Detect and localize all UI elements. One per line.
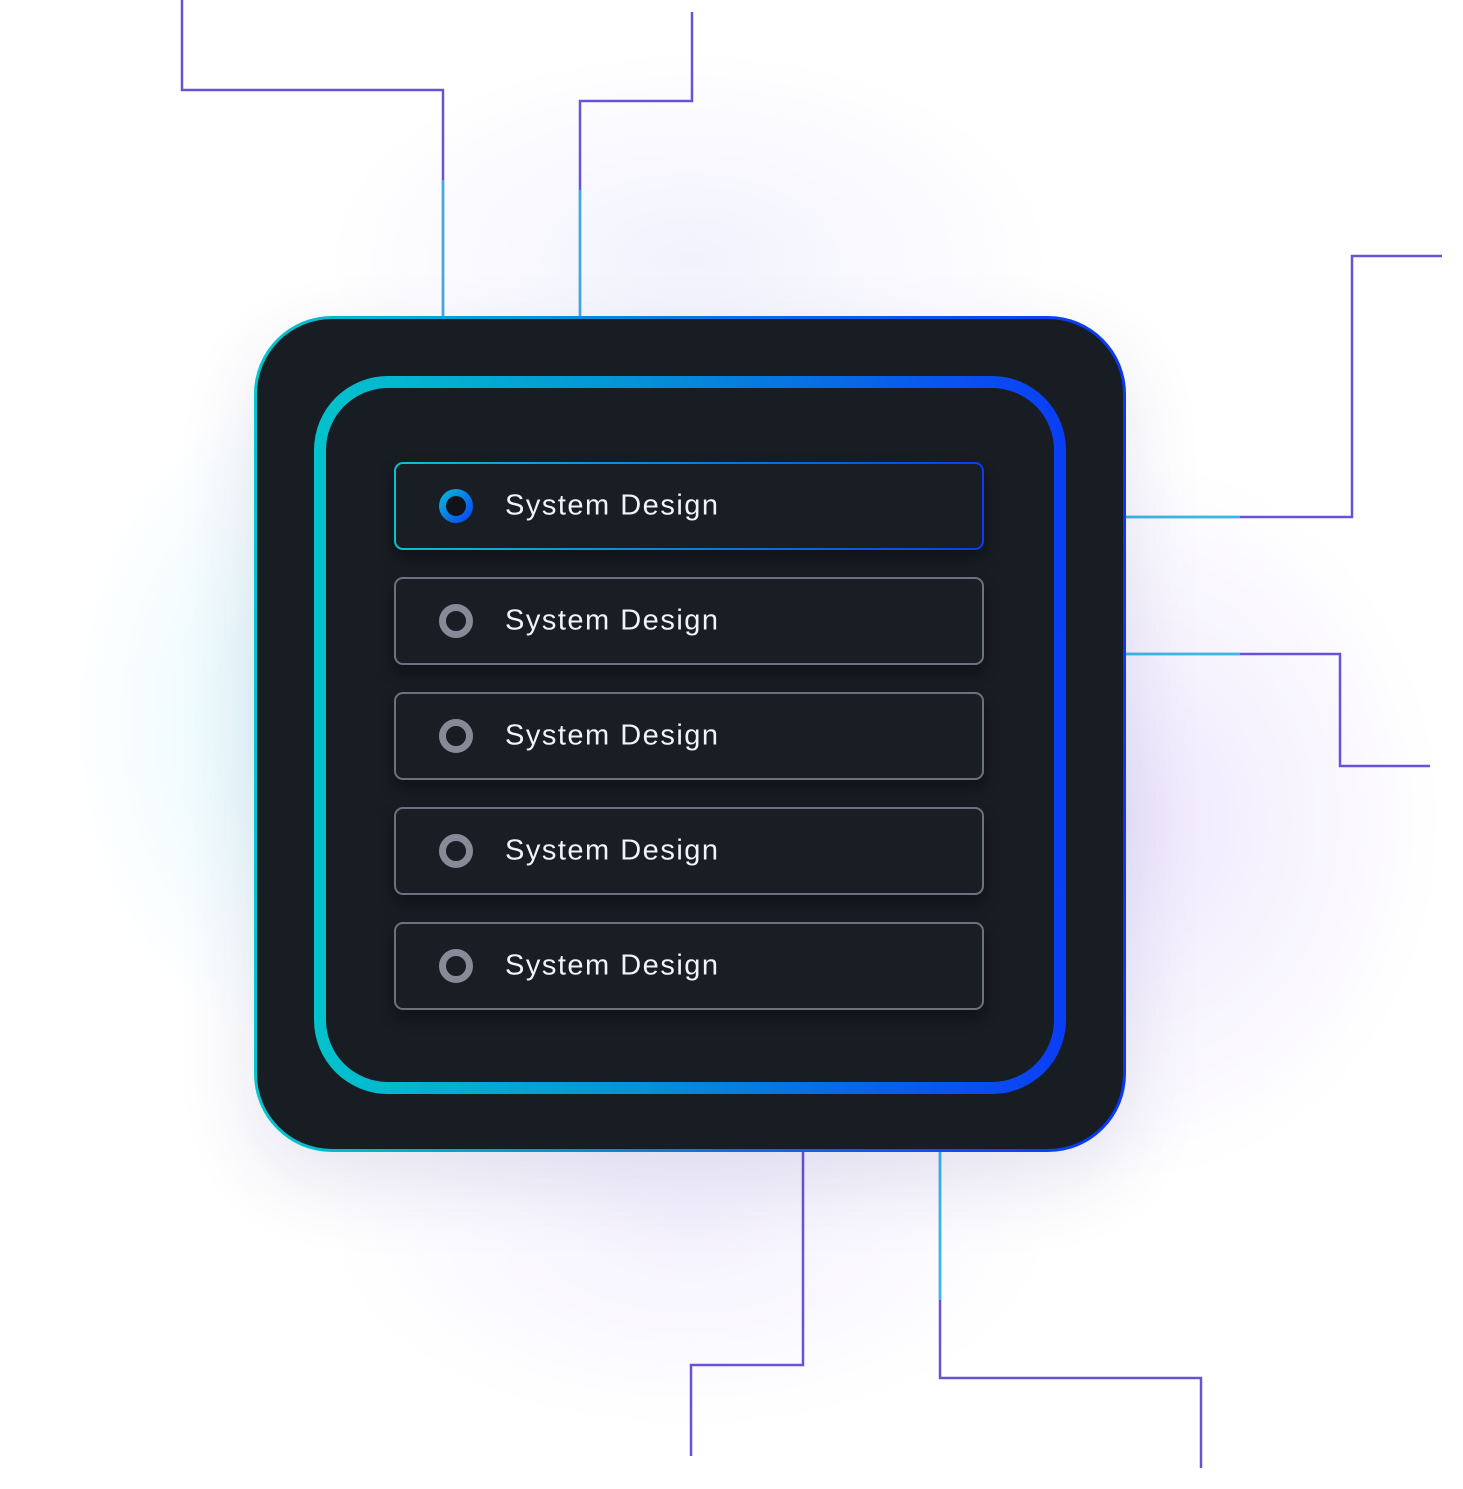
radio-unselected-icon[interactable] — [439, 949, 473, 983]
bottom-routed-traces — [689, 1152, 1203, 1468]
option-label: System Design — [505, 604, 720, 637]
radio-option-5[interactable]: System Design — [394, 922, 984, 1010]
bottom-short-pins — [397, 1152, 908, 1440]
right-routed-traces — [1126, 254, 1442, 768]
radio-option-2[interactable]: System Design — [394, 577, 984, 665]
radio-option-4[interactable]: System Design — [394, 807, 984, 895]
option-label: System Design — [505, 489, 720, 522]
radio-selected-icon[interactable] — [439, 489, 473, 523]
top-routed-traces — [180, 0, 694, 316]
option-label: System Design — [505, 834, 720, 867]
top-short-pins — [476, 28, 986, 316]
radio-option-list: System Design System Design System Desig… — [394, 462, 984, 1037]
option-label: System Design — [505, 719, 720, 752]
option-label: System Design — [505, 949, 720, 982]
radio-option-1[interactable]: System Design — [394, 462, 984, 550]
radio-unselected-icon[interactable] — [439, 719, 473, 753]
radio-option-3[interactable]: System Design — [394, 692, 984, 780]
right-short-pins — [1126, 549, 1244, 1059]
radio-unselected-icon[interactable] — [439, 604, 473, 638]
radio-unselected-icon[interactable] — [439, 834, 473, 868]
